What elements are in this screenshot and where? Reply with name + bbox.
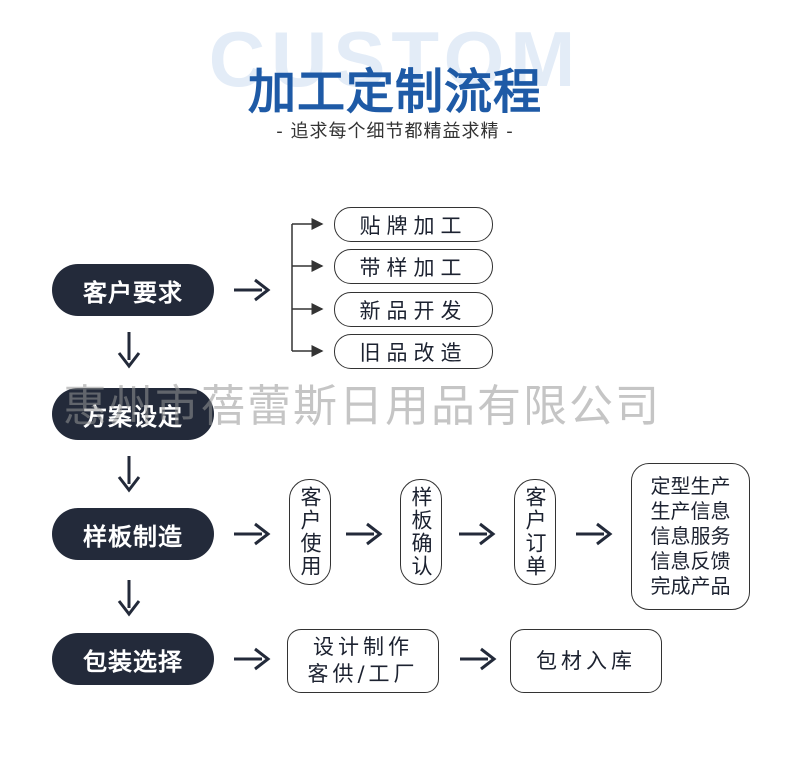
info-line: 定型生产 bbox=[650, 474, 731, 498]
package-design-line: 设计制作 bbox=[313, 635, 413, 659]
production-info-box: 定型生产 生产信息 信息服务 信息反馈 完成产品 bbox=[631, 463, 750, 610]
arrow-down-1 bbox=[117, 332, 141, 369]
info-line: 生产信息 bbox=[650, 499, 731, 523]
sample-flow-sample-confirm: 样板确认 bbox=[400, 479, 442, 585]
arrow-right-3 bbox=[346, 522, 383, 546]
step-plan-setting: 方案设定 bbox=[52, 388, 214, 440]
arrow-right-7 bbox=[460, 647, 497, 671]
sample-flow-customer-order: 客户订单 bbox=[514, 479, 556, 585]
arrow-right-6 bbox=[234, 647, 271, 671]
arrow-right-2 bbox=[234, 522, 271, 546]
page-title: 加工定制流程 bbox=[247, 64, 542, 120]
arrow-down-2 bbox=[117, 456, 141, 493]
option-product-improvement: 旧品改造 bbox=[334, 334, 493, 369]
sample-flow-customer-use: 客户使用 bbox=[289, 479, 331, 585]
arrow-down-3 bbox=[117, 580, 141, 617]
step-customer-requirement: 客户要求 bbox=[52, 264, 214, 316]
background-watermark-word: CUSTOM bbox=[208, 15, 582, 103]
step-packaging-choice: 包装选择 bbox=[52, 633, 214, 685]
option-oem: 贴牌加工 bbox=[334, 207, 493, 242]
company-watermark: 惠州市蓓蕾斯日用品有限公司 bbox=[63, 381, 661, 432]
info-line: 信息服务 bbox=[650, 524, 731, 548]
arrow-right-1 bbox=[234, 278, 271, 302]
option-new-product: 新品开发 bbox=[334, 292, 493, 327]
info-line: 完成产品 bbox=[650, 574, 731, 598]
package-design-box: 设计制作 客供/工厂 bbox=[287, 629, 439, 693]
arrow-right-5 bbox=[576, 522, 613, 546]
arrow-right-4 bbox=[459, 522, 496, 546]
package-storage-box: 包材入库 bbox=[510, 629, 662, 693]
step-sample-making: 样板制造 bbox=[52, 508, 214, 560]
package-source-line: 客供/工厂 bbox=[307, 662, 419, 686]
page-subtitle: - 追求每个细节都精益求精 - bbox=[276, 121, 514, 142]
info-line: 信息反馈 bbox=[650, 549, 731, 573]
option-sample-processing: 带样加工 bbox=[334, 249, 493, 284]
